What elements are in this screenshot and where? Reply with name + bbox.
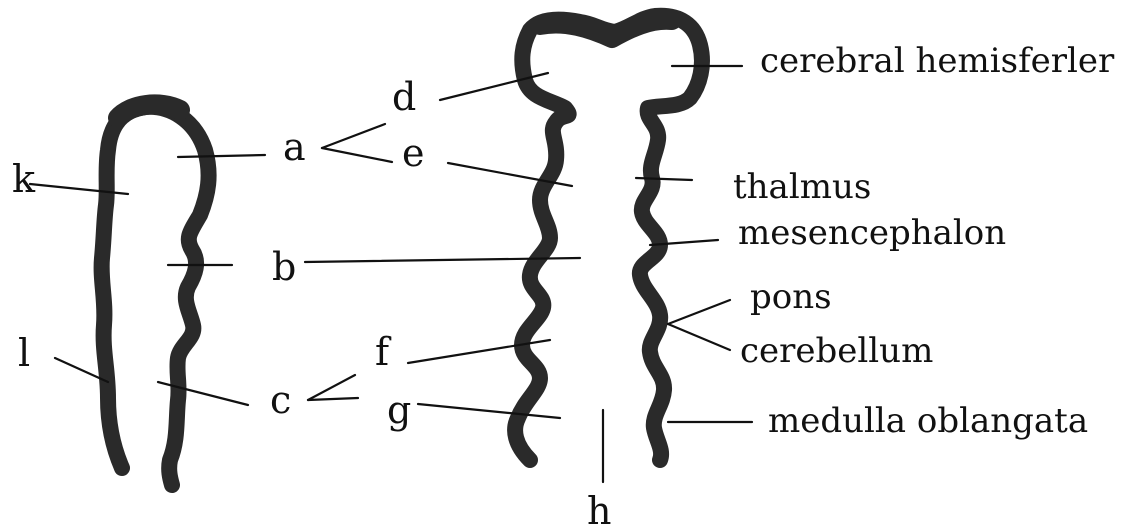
label-g: g <box>387 388 411 432</box>
label-cerebral-hemisferler: cerebral hemisferler <box>760 41 1115 81</box>
label-h: h <box>587 489 611 529</box>
right-brain-outline <box>515 16 702 460</box>
leader-a-to-d <box>322 124 385 148</box>
leader-c-to-f <box>308 375 355 400</box>
leader-c-to-g <box>308 398 358 400</box>
leader-a-left <box>178 155 265 157</box>
label-medulla-oblangata: medulla oblangata <box>768 401 1088 441</box>
leader-cerebellum <box>668 324 730 350</box>
leader-a-to-e <box>322 148 392 162</box>
label-cerebellum: cerebellum <box>740 331 933 371</box>
label-mesencephalon: mesencephalon <box>738 213 1006 253</box>
label-l: l <box>18 331 30 375</box>
label-d: d <box>392 75 416 119</box>
label-f: f <box>375 330 392 374</box>
left-tube-top-cap <box>118 104 180 118</box>
left-tube-left-wall <box>102 107 209 485</box>
label-b: b <box>272 245 296 289</box>
label-thalmus: thalmus <box>733 167 871 207</box>
label-c: c <box>270 378 291 422</box>
leader-pons <box>668 300 730 324</box>
label-pons: pons <box>750 277 832 317</box>
label-e: e <box>402 131 425 175</box>
label-k: k <box>12 157 36 201</box>
leader-g <box>418 404 560 418</box>
label-a: a <box>283 125 306 169</box>
